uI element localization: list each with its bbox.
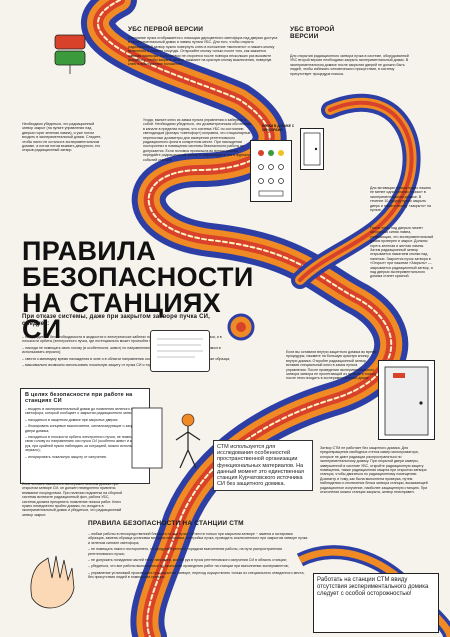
door-icon [378, 360, 435, 440]
usvs2-text: Для открытия радиационного затвора пучка… [290, 54, 409, 76]
lamp-icon [50, 30, 90, 75]
left-note: Необходимо убедиться, что радиационный з… [22, 122, 102, 153]
list-item: – не находиться без необходимости в жидк… [22, 335, 222, 344]
list-item: – не допускать попадания частей тела, на… [88, 558, 287, 563]
bottom-left-note: Если человек оказался в экспериментально… [22, 482, 123, 517]
usvs2-title: УБС ВТОРОЙ ВЕРСИИ [290, 26, 335, 40]
safety-box: В целях безопасности при работе на станц… [20, 388, 150, 484]
door-icon [300, 128, 324, 170]
list-item: – не помещать никого постороннего, не пр… [88, 547, 282, 556]
safety-box-title: В целях безопасности при работе на станц… [25, 392, 133, 404]
list-item: – блокировать концевые выключатели, сигн… [25, 424, 141, 433]
usvs1-title: УБС ПЕРВОЙ ВЕРСИИ [128, 26, 204, 33]
stm-note: СТМ используется для исследования особен… [213, 440, 313, 492]
list-item: – управление установкой производить при … [88, 570, 305, 580]
list-item: – любые работы в непосредственной близос… [88, 532, 308, 545]
hand-icon [22, 548, 82, 610]
list-item: – свести к минимуму время нахождения в з… [22, 356, 231, 361]
list-item: – находиться в защитном домике при закры… [25, 417, 119, 422]
stm-warning-box: Работать на станции СТМ ввиду отсутствия… [313, 573, 439, 633]
control-panel-icon [250, 140, 292, 202]
stm-rules: – любые работы в непосредственной близос… [88, 532, 308, 582]
list-item: – максимально возможно использовать лока… [22, 363, 184, 368]
figure-icon [128, 402, 218, 474]
speech-bubble [150, 330, 210, 372]
page-title: ПРАВИЛА БЕЗОПАСНОСТИ НА СТАНЦИЯХ СИ [22, 236, 254, 344]
right-note-2: После этого над дверью начнет загораться… [370, 226, 434, 279]
list-item: – игнорировать локальную защиту от излуч… [25, 454, 107, 459]
usvs1-text: Состояние пучка отображается с помощью д… [128, 36, 278, 67]
stm-title: ПРАВИЛА БЕЗОПАСНОСТИ НА СТАНЦИИ СТМ [88, 520, 244, 527]
list-item: – находиться в плоскости орбиты электрон… [25, 435, 143, 453]
right-note: Для активации поиска нужно нажать не мен… [370, 186, 432, 213]
middle-note: Уходя, выньте ключ из замка пульта управ… [143, 118, 252, 162]
subtitle: При отказе системы, даже при закрытом за… [22, 314, 210, 327]
list-item: – убедиться, что все работы выполняются … [88, 564, 289, 569]
list-item: – никогда не помещать свою голову (в осо… [22, 345, 221, 355]
list-item: – входить в экспериментальный домик до п… [25, 407, 144, 416]
door-note: Если вы оставили внутри защитного домика… [286, 350, 377, 381]
rules-list: – не находиться без необходимости в жидк… [22, 335, 234, 369]
right-bottom-note: Затвор СТМ не работает без защитного дом… [320, 446, 428, 495]
panel-label: БЛОКИ В ДОМИКЕ С СЕНСОРАМИ [262, 124, 295, 132]
